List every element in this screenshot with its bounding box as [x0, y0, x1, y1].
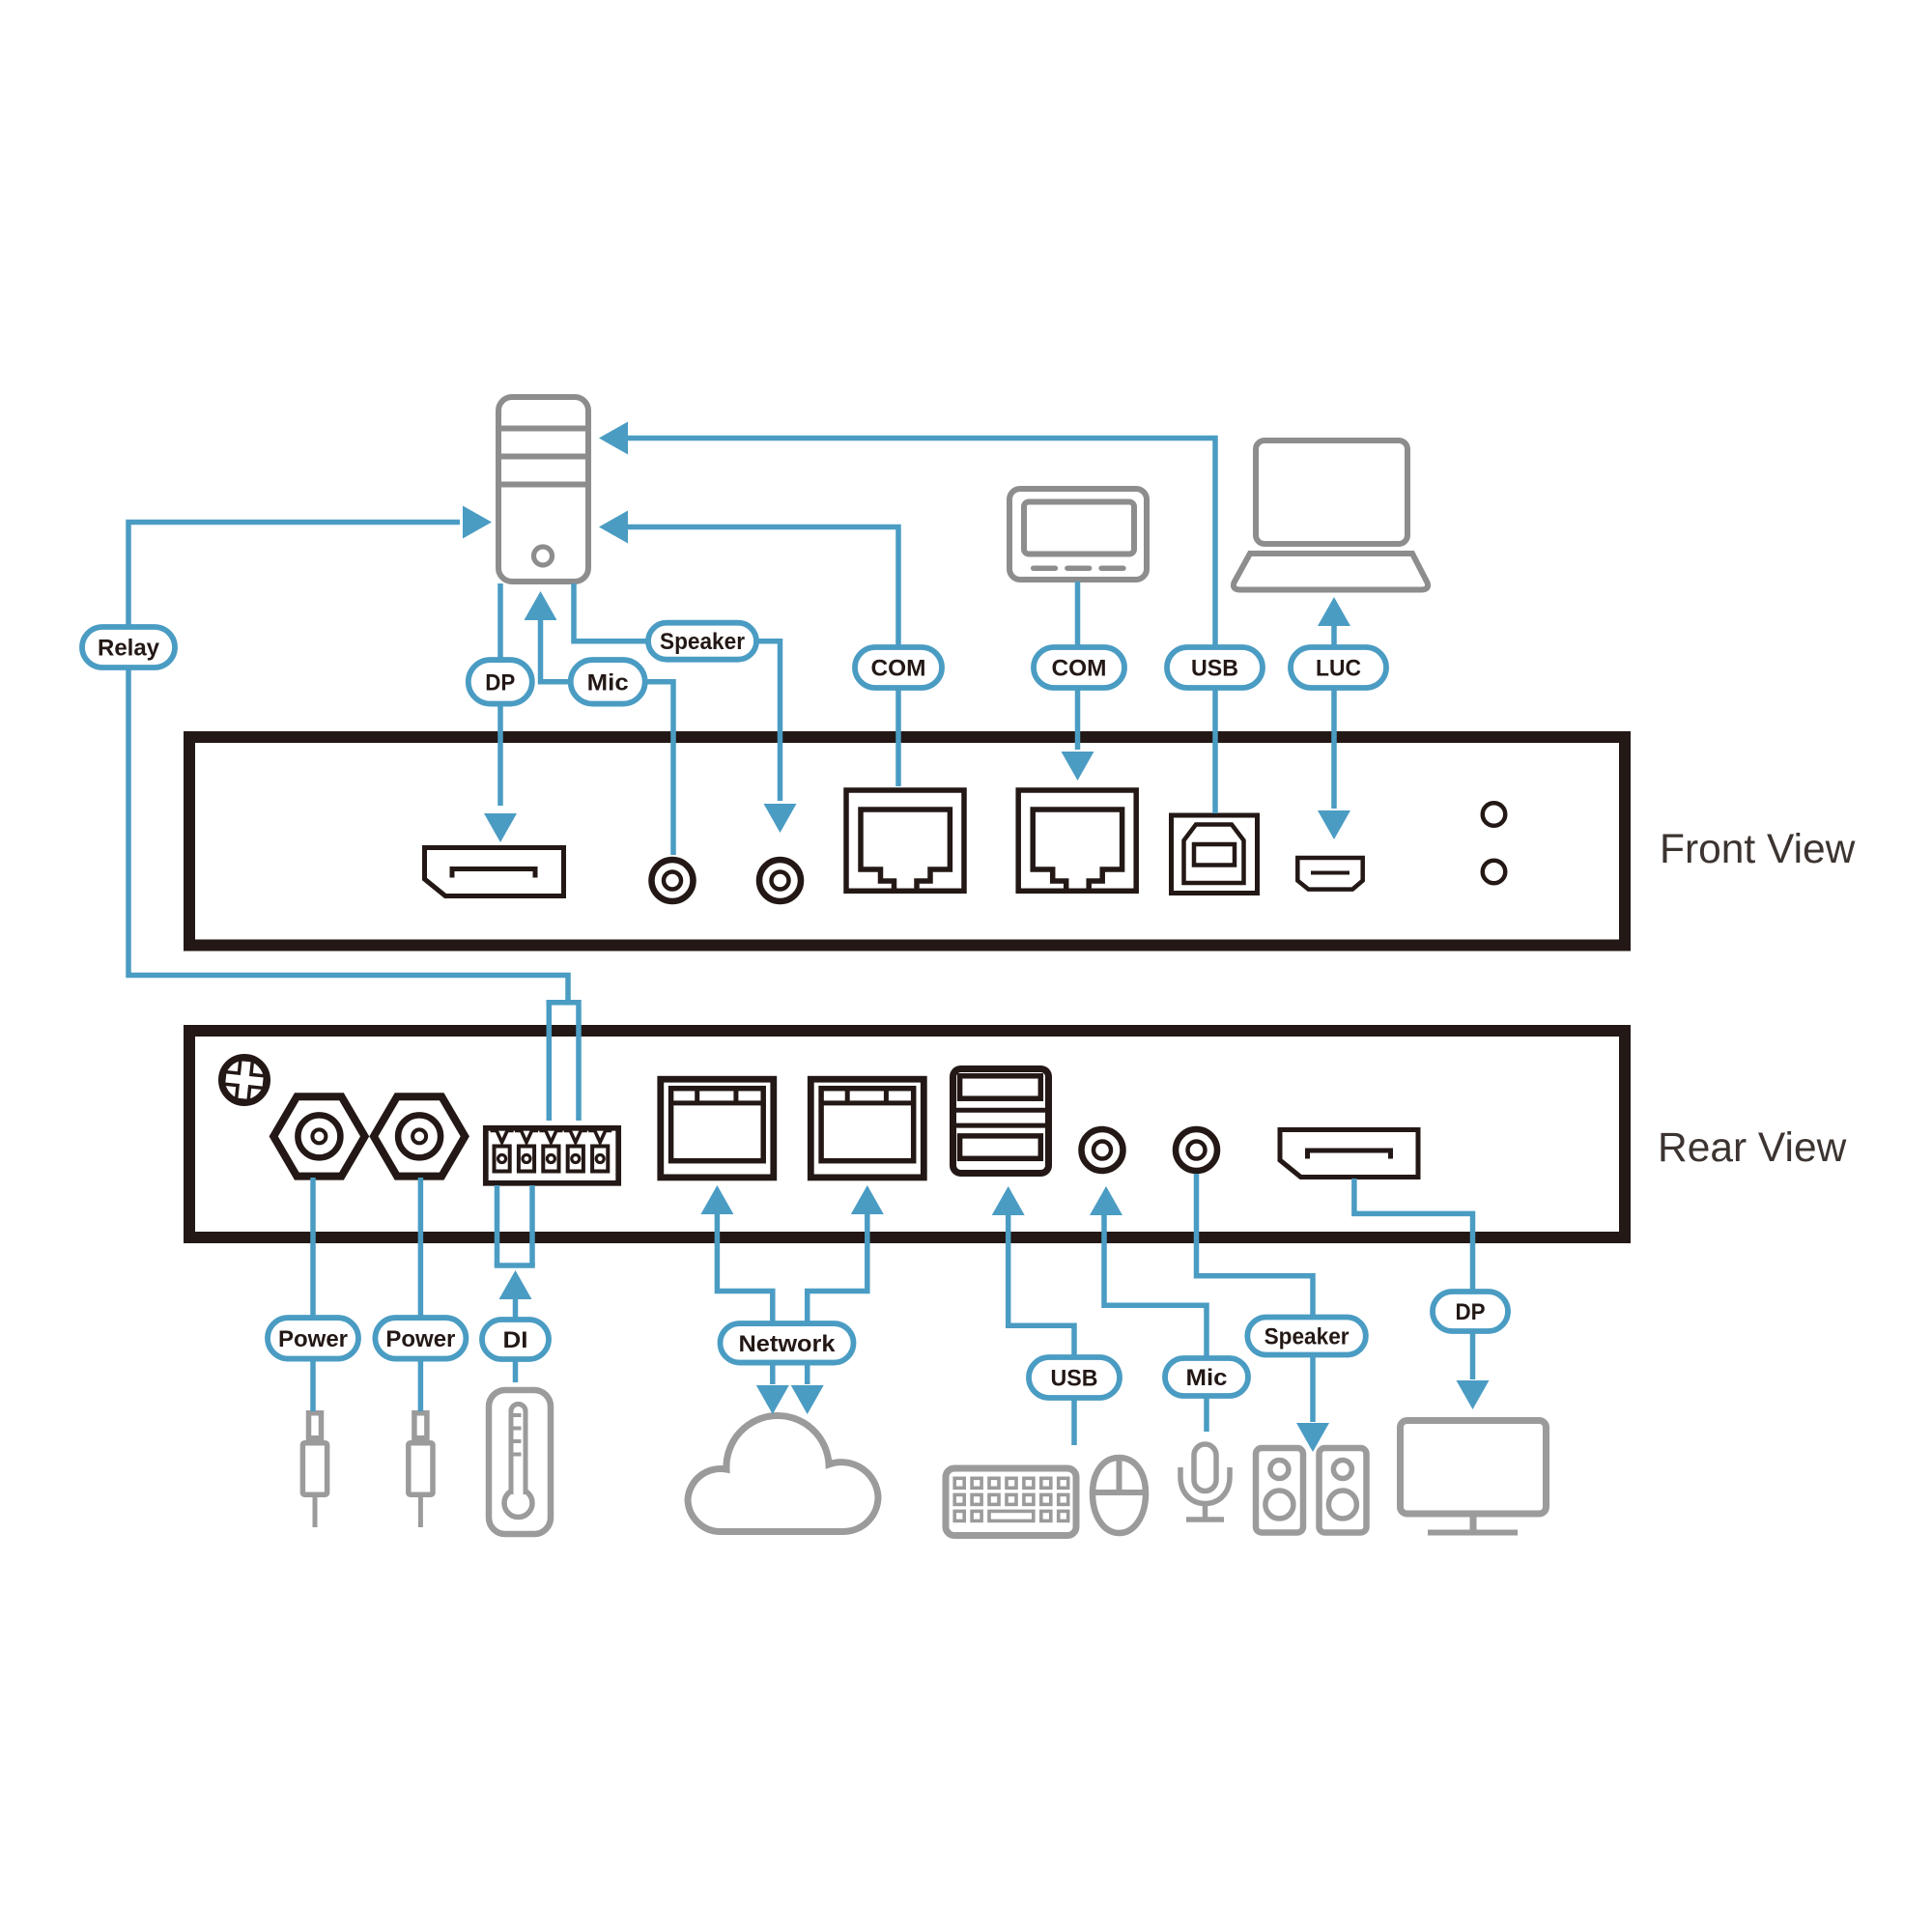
svg-text:Network: Network: [739, 1331, 837, 1357]
svg-text:DP: DP: [1456, 1299, 1486, 1325]
svg-text:Mic: Mic: [1186, 1365, 1228, 1391]
svg-text:Relay: Relay: [98, 636, 160, 662]
svg-text:Speaker: Speaker: [1264, 1324, 1350, 1350]
svg-text:Power: Power: [278, 1326, 348, 1352]
svg-text:Front View: Front View: [1660, 827, 1856, 872]
svg-text:Power: Power: [385, 1326, 455, 1352]
svg-text:COM: COM: [1052, 656, 1107, 682]
svg-text:DI: DI: [503, 1327, 528, 1353]
svg-text:Rear View: Rear View: [1658, 1125, 1847, 1171]
svg-text:Mic: Mic: [587, 669, 629, 696]
svg-text:LUC: LUC: [1316, 656, 1361, 682]
svg-text:USB: USB: [1051, 1366, 1098, 1392]
svg-text:Speaker: Speaker: [660, 629, 745, 655]
svg-text:DP: DP: [485, 669, 515, 696]
svg-text:USB: USB: [1191, 656, 1238, 682]
svg-text:COM: COM: [871, 656, 926, 682]
